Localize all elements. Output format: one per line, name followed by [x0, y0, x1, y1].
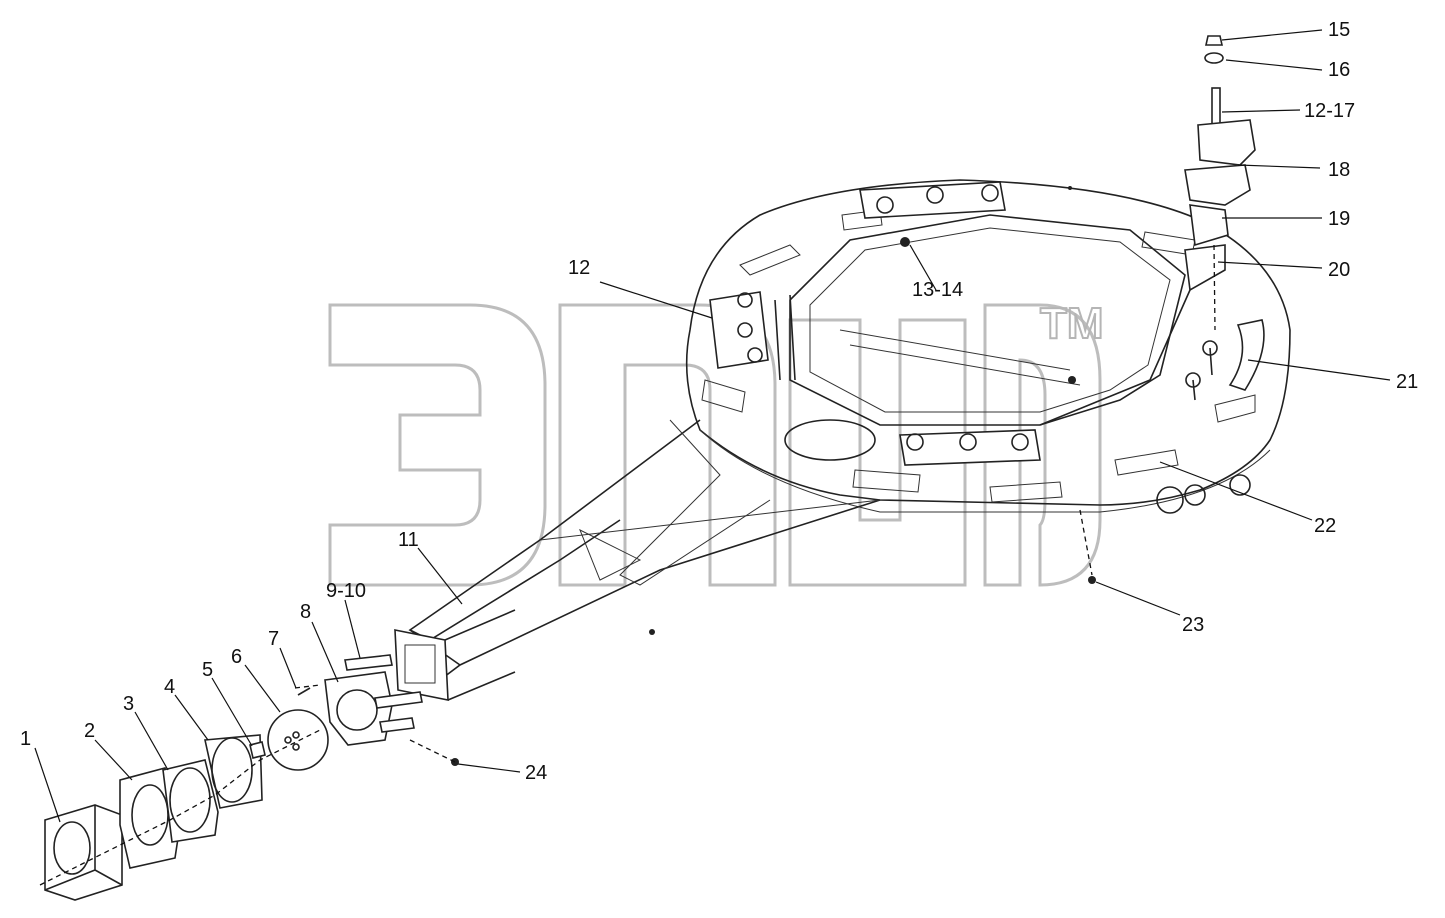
label-part-3: 3: [123, 693, 134, 715]
label-part-2: 2: [84, 720, 95, 742]
label-part-24: 24: [525, 762, 547, 784]
label-part-7: 7: [268, 628, 279, 650]
label-part-1: 1: [20, 728, 31, 750]
label-part-16: 16: [1328, 59, 1350, 81]
label-part-22: 22: [1314, 515, 1336, 537]
label-part-8: 8: [300, 601, 311, 623]
frame-assembly: [394, 179, 1291, 701]
label-part-5: 5: [202, 659, 213, 681]
label-part-12: 12: [568, 257, 590, 279]
label-part-18: 18: [1328, 159, 1350, 181]
label-part-13-14: 13-14: [912, 279, 963, 301]
hitch-exploded-parts: [39, 509, 1096, 901]
label-part-23: 23: [1182, 614, 1204, 636]
label-part-21: 21: [1396, 371, 1418, 393]
watermark-trademark: TM: [1040, 299, 1104, 348]
label-part-9-10: 9-10: [326, 580, 366, 602]
label-part-6: 6: [231, 646, 242, 668]
label-part-11: 11: [398, 529, 419, 551]
label-part-4: 4: [164, 676, 175, 698]
right-pin-assembly: [1039, 35, 1256, 426]
part-labels: 1 2 3 4 5 6 7 8 9-10 11 12 13-14 15 16 1…: [20, 19, 1418, 784]
label-part-20: 20: [1328, 259, 1350, 281]
leader-lines: [34, 29, 1391, 823]
label-part-15: 15: [1328, 19, 1350, 41]
label-part-12-17: 12-17: [1304, 100, 1355, 122]
label-part-19: 19: [1328, 208, 1350, 230]
